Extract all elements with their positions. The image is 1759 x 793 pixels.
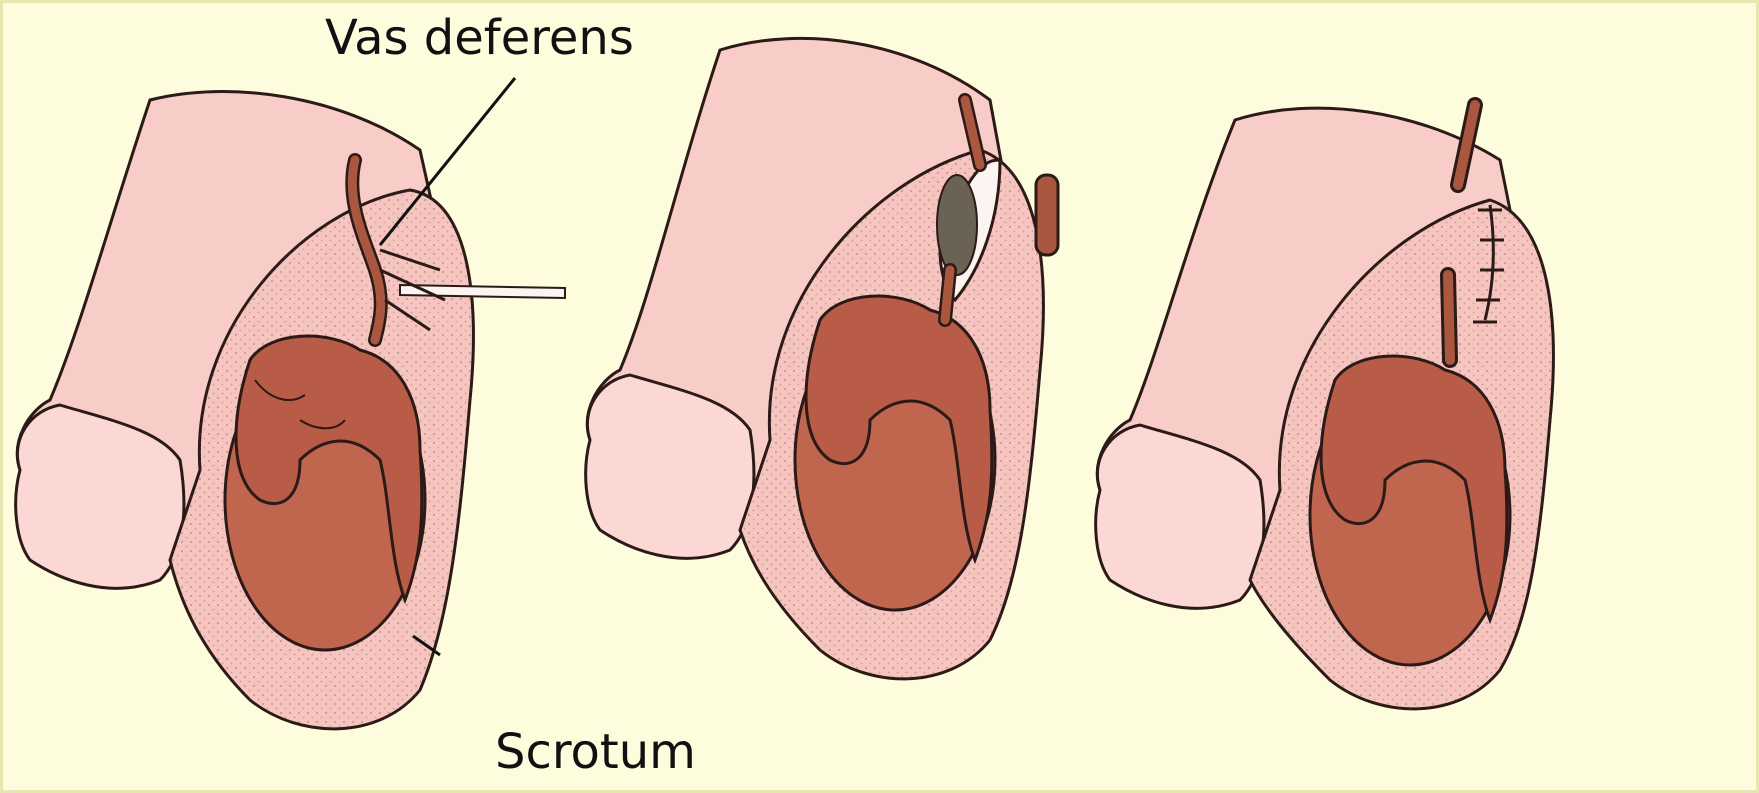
vas-cut-panel [586, 38, 1058, 678]
vas-deferens-label: Vas deferens [325, 14, 634, 62]
scrotum-label: Scrotum [495, 728, 696, 776]
removed-vas-segment [1036, 175, 1058, 255]
incision-closed-panel [1096, 105, 1554, 709]
vas-isolated-panel [16, 78, 565, 729]
